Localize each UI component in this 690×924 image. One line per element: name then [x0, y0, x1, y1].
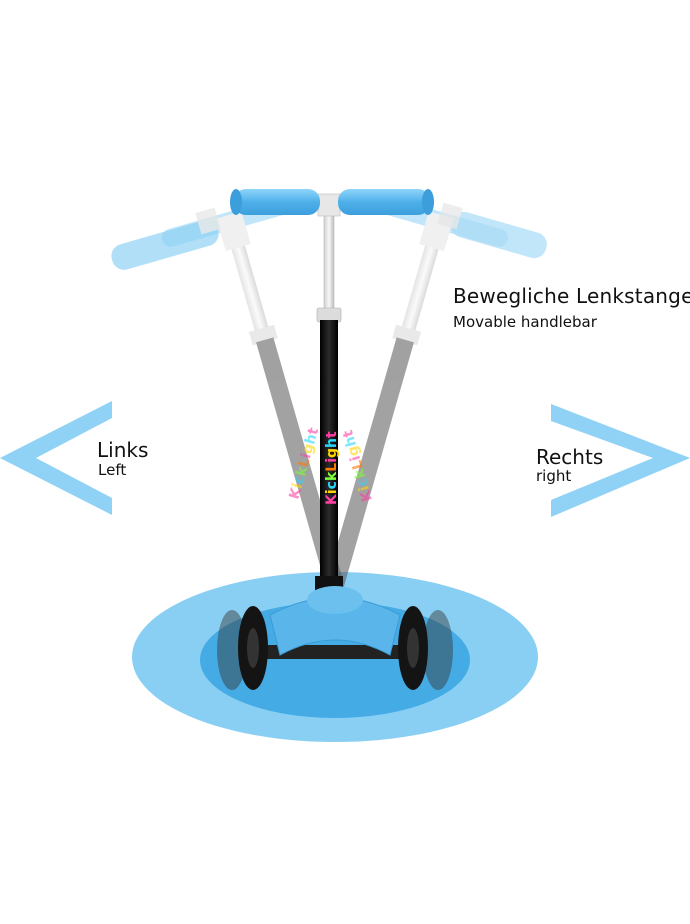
ghost-stem-right	[326, 194, 509, 588]
brand-letter: i	[298, 451, 315, 460]
brand-letter: K	[324, 493, 340, 505]
handlebar-label-german: Bewegliche Lenkstange	[453, 284, 690, 308]
handlebar-label-english: Movable handlebar	[453, 313, 597, 331]
chevron-right-icon	[551, 404, 690, 517]
brand-letter: L	[349, 458, 367, 471]
brand-letter: h	[342, 434, 360, 448]
brand-letter: g	[324, 448, 340, 458]
handlebar	[230, 189, 434, 217]
brand-letter: g	[345, 444, 363, 458]
right-label-german: Rechts	[536, 445, 604, 469]
chevron-left-icon	[0, 401, 112, 515]
left-label-english: Left	[98, 461, 127, 479]
brand-letter: t	[340, 428, 357, 439]
scooter-base	[260, 586, 410, 659]
handlebar-tilted-right	[437, 202, 547, 259]
brand-letter: k	[324, 471, 340, 481]
brand-logo-left: KickLight	[286, 426, 322, 502]
brand-letter: L	[296, 456, 314, 469]
handlebar-tilted-left	[111, 207, 221, 270]
brand-letter: i	[289, 482, 306, 491]
brand-logo-right: KickLight	[340, 428, 376, 504]
ghost-stem-left	[161, 194, 344, 588]
brand-letter: h	[324, 438, 340, 448]
brand-letter: i	[324, 458, 340, 463]
brand-letter: i	[324, 489, 340, 494]
left-label-german: Links	[97, 438, 149, 462]
brand-letter: t	[324, 431, 340, 438]
brand-letter: L	[324, 463, 340, 472]
brand-logo-center: KickLight	[324, 431, 340, 505]
brand-letter: i	[356, 484, 373, 493]
brand-letter: t	[305, 426, 322, 437]
ghost-wheel-right	[423, 610, 453, 690]
right-label-english: right	[536, 467, 572, 485]
svg-text:KickLight: KickLight	[324, 431, 340, 505]
svg-text:KickLight: KickLight	[286, 426, 322, 502]
brand-letter: h	[302, 432, 320, 446]
svg-text:KickLight: KickLight	[340, 428, 376, 504]
brand-letter: c	[324, 481, 340, 489]
brand-letter: i	[348, 454, 365, 463]
brand-letter: g	[299, 442, 317, 456]
